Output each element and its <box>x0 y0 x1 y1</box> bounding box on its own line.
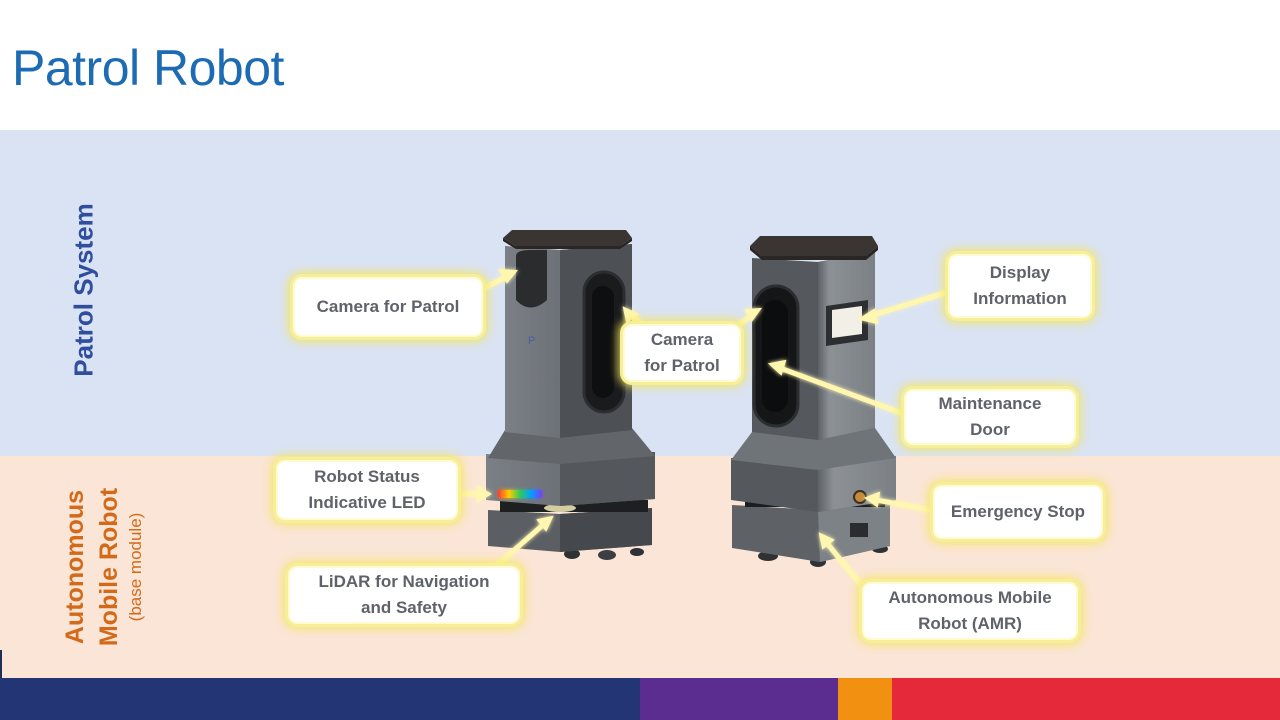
callout-emergency-stop-text: Emergency Stop <box>950 502 1086 521</box>
footer-segment-red <box>892 678 1280 720</box>
callout-camera-patrol-right: Camera for Patrol <box>623 324 741 382</box>
callout-maintenance-door-text: Maintenance Door <box>938 394 1042 439</box>
callout-display-information-text: Display Information <box>973 263 1067 308</box>
callout-lidar: LiDAR for Navigation and Safety <box>288 566 520 624</box>
arrow-led <box>457 485 492 503</box>
arrow-camera-left <box>481 268 519 291</box>
footer-color-bar <box>0 678 1280 720</box>
footer-segment-orange <box>838 678 892 720</box>
arrow-amr <box>818 532 865 589</box>
callout-amr: Autonomous Mobile Robot (AMR) <box>862 582 1078 640</box>
arrow-maintenance <box>767 359 907 417</box>
footer-segment-purple <box>640 678 838 720</box>
callout-robot-status-led: Robot Status Indicative LED <box>276 460 458 520</box>
callout-robot-status-led-text: Robot Status Indicative LED <box>308 467 426 512</box>
arrow-lidar <box>493 515 554 569</box>
robot-badge: P <box>528 335 535 347</box>
callout-camera-patrol-right-text: Camera for Patrol <box>644 330 720 375</box>
footer-segment-navy <box>0 678 640 720</box>
callout-emergency-stop: Emergency Stop <box>933 485 1103 539</box>
callout-lidar-text: LiDAR for Navigation and Safety <box>318 572 490 617</box>
left-accent-line <box>0 650 2 678</box>
left-robot: P <box>486 230 655 560</box>
arrow-emergency <box>863 491 935 513</box>
callout-maintenance-door: Maintenance Door <box>904 389 1076 445</box>
callout-camera-patrol-left-text: Camera for Patrol <box>316 297 460 316</box>
arrow-display <box>857 289 951 325</box>
callout-camera-patrol-left: Camera for Patrol <box>293 277 483 337</box>
page-title: Patrol Robot <box>12 40 284 96</box>
callout-display-information: Display Information <box>948 254 1092 318</box>
callout-amr-text: Autonomous Mobile Robot (AMR) <box>888 588 1052 633</box>
arrow-camera-right-b <box>737 307 763 327</box>
